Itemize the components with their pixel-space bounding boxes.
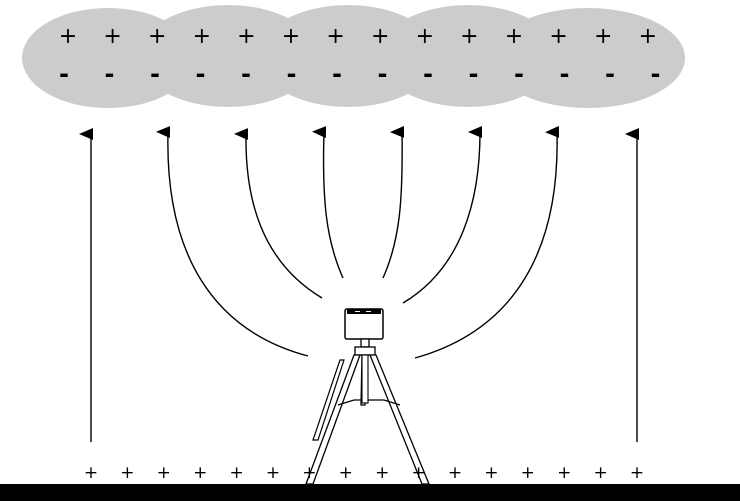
cloud-minus-charge: -	[150, 60, 160, 88]
ground-plus-charge: +	[84, 463, 98, 483]
field-lines	[79, 125, 639, 442]
ground	[0, 484, 740, 501]
ground-plus-charge: +	[521, 463, 535, 483]
ground-plus-charge: +	[302, 463, 316, 483]
cloud-minus-charge: -	[105, 60, 115, 88]
cloud-plus-charge: +	[594, 24, 612, 49]
cloud-plus-charge: +	[639, 24, 657, 49]
ground-plus-charge: +	[411, 463, 425, 483]
tripod-head	[354, 346, 376, 356]
tripod-mount	[360, 338, 370, 348]
cloud-positive-charges: + + + + + + + + + + + + + +	[59, 24, 657, 49]
cloud-minus-charge: -	[59, 60, 69, 88]
ground-plus-charge: +	[266, 463, 280, 483]
cloud-plus-charge: +	[505, 24, 523, 49]
cloud-plus-charge: +	[371, 24, 389, 49]
field-line-curved	[312, 126, 344, 279]
ground-plus-charge: +	[157, 463, 171, 483]
cloud-plus-charge: +	[59, 24, 77, 49]
cloud-minus-charge: -	[423, 60, 433, 88]
sensor-top-plate	[347, 309, 381, 314]
cloud-plus-charge: +	[416, 24, 434, 49]
ground-plus-charge: +	[448, 463, 462, 483]
ground-plus-charge: +	[120, 463, 134, 483]
ground-plus-charge: +	[630, 463, 644, 483]
cloud-plus-charge: +	[282, 24, 300, 49]
cloud-negative-charges: --------------	[59, 60, 660, 88]
cloud-plus-charge: +	[148, 24, 166, 49]
field-line-curved	[156, 126, 309, 357]
cloud-minus-charge: -	[469, 60, 479, 88]
thundercloud: + + + + + + + + + + + + + + - - - - - - - - - - - - - -	[22, 5, 685, 108]
cloud-plus-charge: +	[326, 24, 344, 49]
tripod-center-column	[361, 354, 369, 404]
cloud-plus-charge: +	[460, 24, 478, 49]
ground-plus-charge: +	[229, 463, 243, 483]
cloud-minus-charge: -	[514, 60, 524, 88]
cloud-minus-charge: -	[605, 60, 615, 88]
ground-plus-charge: +	[484, 463, 498, 483]
tripod-leg-extension	[312, 359, 345, 441]
cloud-minus-charge: -	[287, 60, 297, 88]
ground-plus-charge: +	[593, 463, 607, 483]
cloud-plus-charge: +	[549, 24, 567, 49]
ground-plus-charge: +	[557, 463, 571, 483]
cloud-plus-charge: +	[103, 24, 121, 49]
field-line-curved	[414, 125, 560, 359]
ground-plus-charge: +	[375, 463, 389, 483]
tripod-brace	[337, 399, 401, 406]
ground-plus-charge: +	[339, 463, 353, 483]
cloud-plus-charge: +	[193, 24, 211, 49]
field-line-curved	[402, 126, 483, 304]
cloud-plus-charge: +	[237, 24, 255, 49]
cloud-minus-charge: -	[651, 60, 661, 88]
cloud-lobe	[491, 8, 685, 108]
cloud-minus-charge: -	[241, 60, 251, 88]
cloud-minus-charge: -	[378, 60, 388, 88]
cloud-minus-charge: -	[560, 60, 570, 88]
ground-plus-charge: +	[193, 463, 207, 483]
cloud-minus-charge: -	[196, 60, 206, 88]
field-line-curved	[382, 125, 405, 279]
ground-positive-charges: + + + + + + + + + + + + + + + +	[84, 463, 644, 483]
cloud-minus-charge: -	[332, 60, 342, 88]
field-mill-tripod	[305, 308, 430, 485]
field-line-curved	[234, 128, 323, 299]
